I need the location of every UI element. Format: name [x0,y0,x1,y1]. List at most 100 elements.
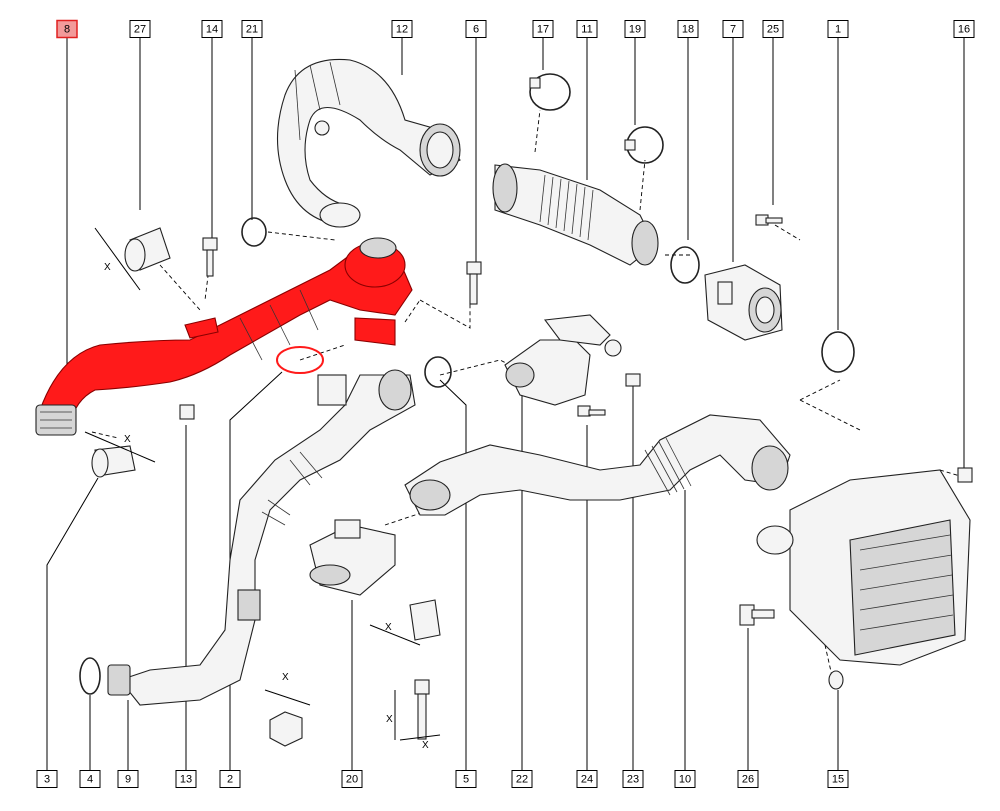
callout-box [827,770,849,788]
callout-1: 1 [827,20,849,38]
callout-box [465,20,487,38]
part-19-clamp [624,126,664,164]
callout-11: 11 [576,20,598,38]
callout-6: 6 [465,20,487,38]
part-22-housing [504,314,622,406]
callout-13: 13 [175,770,197,788]
callout-15: 15 [827,770,849,788]
callout-number: 9 [125,774,131,786]
callout-number: 23 [627,774,639,786]
callout-number: 19 [629,24,641,36]
part-16-nut [957,467,973,483]
callout-box [674,770,696,788]
part-13-clip [179,404,195,420]
callout-number: 26 [742,774,754,786]
dimension-label: X [422,740,429,751]
part-1-o-ring [821,331,855,373]
fastener-bracket [409,599,441,641]
part-5-o-ring [424,356,452,388]
callout-22: 22 [511,770,533,788]
callout-19: 19 [624,20,646,38]
callout-box [79,770,101,788]
callout-number: 2 [227,774,233,786]
callout-box [827,20,849,38]
callout-box [622,770,644,788]
callout-9: 9 [117,770,139,788]
callout-box [341,770,363,788]
callout-box [175,770,197,788]
part-12-intake-pipe [276,58,461,228]
callout-box [241,20,263,38]
fastener-long-bolt [414,679,430,740]
part-26-bolt [739,604,775,626]
callout-number: 22 [516,774,528,786]
callout-box [56,19,78,39]
callout-26: 26 [737,770,759,788]
callout-box [722,20,744,38]
callout-5: 5 [455,770,477,788]
callout-box [737,770,759,788]
callout-8: 8 [56,19,78,39]
callout-20: 20 [341,770,363,788]
callout-number: 4 [87,774,93,786]
callout-number: 17 [537,24,549,36]
callout-18: 18 [677,20,699,38]
part-4-o-ring [79,657,101,695]
part-8-air-hose-highlighted [35,237,413,436]
callout-box [576,770,598,788]
callout-number: 18 [682,24,694,36]
part-20-adapter [309,519,396,596]
callout-box [129,20,151,38]
part-3-sleeve [91,445,136,478]
callout-number: 6 [473,24,479,36]
dimension-label: X [124,434,131,445]
callout-box [455,770,477,788]
part-17-clamp [529,73,571,111]
part-11-corrugated-duct [492,163,659,266]
part-7-air-flow-meter [704,264,783,341]
callout-box [677,20,699,38]
part-25-bolt [755,214,783,226]
dimension-label: X [385,622,392,633]
part-15-grommet [828,670,844,690]
part-18-o-ring [670,246,700,284]
callout-3: 3 [36,770,58,788]
callout-number: 8 [64,24,70,36]
callout-number: 13 [180,774,192,786]
callout-number: 14 [206,24,218,36]
callout-box [953,20,975,38]
part-2-o-ring [276,346,324,374]
callout-box [576,20,598,38]
callout-16: 16 [953,20,975,38]
fastener-hex-nut [269,711,303,747]
part-14-bolt [202,237,218,277]
callout-number: 25 [767,24,779,36]
callout-number: 12 [396,24,408,36]
callout-number: 7 [730,24,736,36]
callout-box [511,770,533,788]
callout-7: 7 [722,20,744,38]
dimension-label: X [282,672,289,683]
callout-number: 27 [134,24,146,36]
part-24-bolt [577,405,606,417]
dimension-marks: X X X X X X [84,227,441,751]
callout-12: 12 [391,20,413,38]
part-6-bolt [466,261,482,305]
part-27-sleeve [124,227,171,272]
callout-number: 10 [679,774,691,786]
callout-box [762,20,784,38]
leader-lines [46,38,965,770]
part-21-gasket [241,217,267,247]
dimension-label: X [104,262,111,273]
callout-box [391,20,413,38]
callout-4: 4 [79,770,101,788]
callout-23: 23 [622,770,644,788]
callout-25: 25 [762,20,784,38]
callout-24: 24 [576,770,598,788]
callout-number: 3 [44,774,50,786]
callout-box [36,770,58,788]
callout-number: 1 [835,24,841,36]
callout-number: 15 [832,774,844,786]
